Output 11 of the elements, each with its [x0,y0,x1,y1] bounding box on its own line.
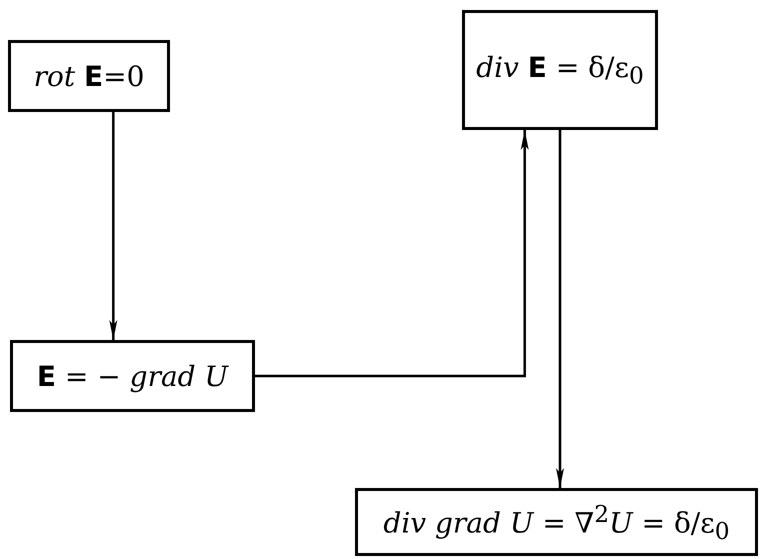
formula: rot E=0 [34,60,144,92]
arrow [556,130,564,488]
formula-box [462,10,658,130]
formula: div E = δ/ε$_{0}$ [476,50,644,90]
arrow [109,112,118,340]
formula-box [10,340,255,412]
formula-box [8,40,170,112]
formula: E = − grad U [36,360,228,392]
arrow [255,130,529,378]
formula-box [355,488,758,556]
formula: div grad U = ∇$^{2}$U = δ/ε$_{0}$ [383,500,730,544]
